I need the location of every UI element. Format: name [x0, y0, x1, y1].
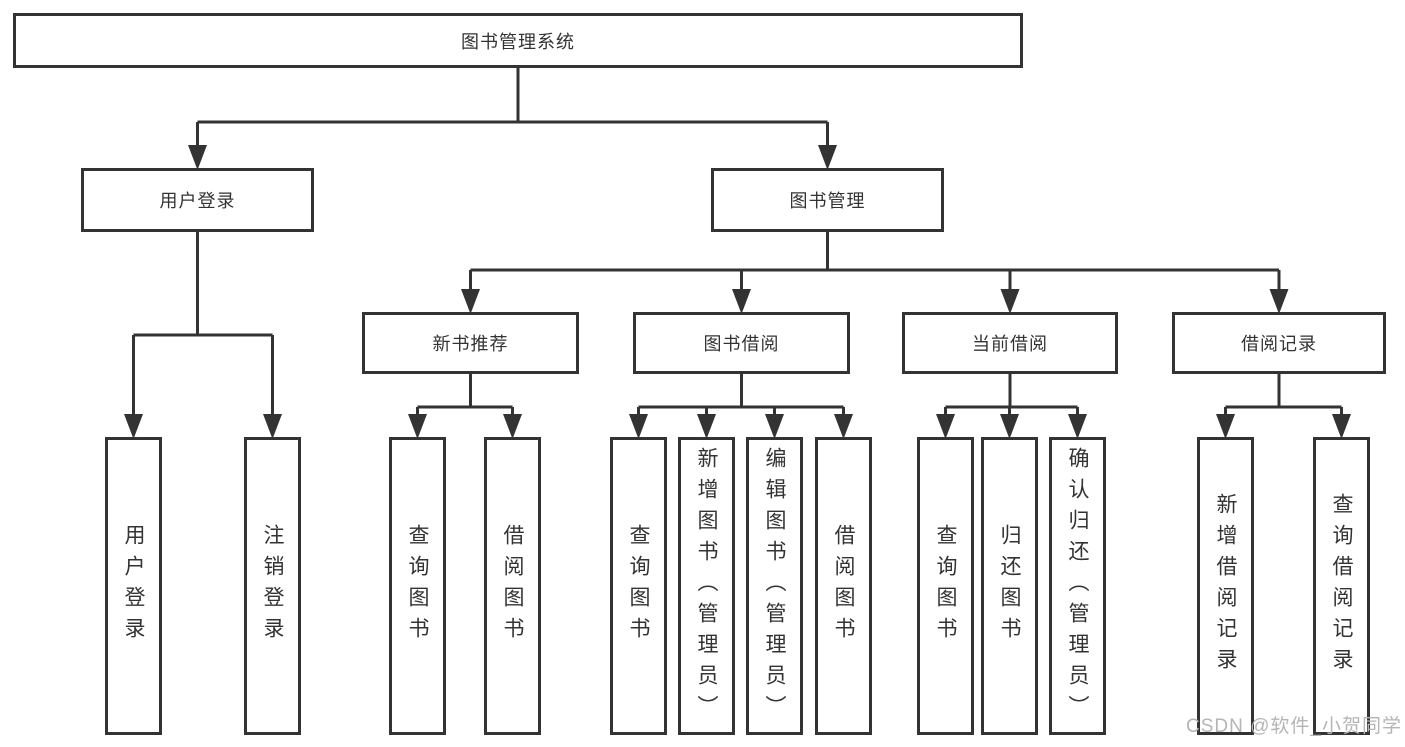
node-label: 新书推荐	[432, 334, 509, 354]
node-label: 用户登录	[159, 191, 236, 211]
leaf-label: 新增图书（管理员）	[695, 446, 718, 726]
leaf-label: 借阅图书	[501, 524, 524, 648]
leaf-current-query-books: 查询图书	[917, 437, 974, 735]
node-borrowing-records: 借阅记录	[1172, 312, 1386, 374]
connector	[469, 232, 1281, 304]
node-book-management: 图书管理	[711, 168, 944, 232]
connector	[132, 232, 274, 429]
leaf-label: 确认归还（管理员）	[1066, 446, 1089, 726]
arrowhead-down-icon	[263, 414, 282, 439]
csdn-watermark: CSDN @软件_小贺同学	[1186, 716, 1402, 737]
leaf-label: 新增借阅记录	[1214, 493, 1237, 679]
node-label: 图书借阅	[703, 334, 780, 354]
leaf-records-add-borrow-record: 新增借阅记录	[1197, 437, 1254, 735]
node-label: 图书管理系统	[461, 31, 575, 52]
leaf-current-confirm-return-admin: 确认归还（管理员）	[1049, 437, 1106, 735]
arrowhead-down-icon	[1216, 414, 1235, 439]
node-library-management-system: 图书管理系统	[13, 13, 1023, 68]
leaf-label: 编辑图书（管理员）	[763, 446, 786, 726]
leaf-borrowing-query-books: 查询图书	[610, 437, 667, 735]
arrowhead-down-icon	[1000, 289, 1020, 314]
connector	[1224, 374, 1343, 429]
leaf-newrec-query-books: 查询图书	[389, 437, 446, 735]
node-label: 图书管理	[789, 191, 866, 211]
connector	[416, 374, 514, 429]
leaf-records-query-borrow-record: 查询借阅记录	[1313, 437, 1370, 735]
leaf-label: 用户登录	[122, 524, 145, 648]
arrowhead-down-icon	[936, 414, 955, 439]
node-label: 借阅记录	[1241, 334, 1317, 354]
node-book-borrowing: 图书借阅	[633, 312, 850, 374]
leaf-borrowing-borrow-books: 借阅图书	[815, 437, 872, 735]
leaf-label: 查询借阅记录	[1330, 493, 1353, 679]
arrowhead-down-icon	[697, 414, 716, 439]
arrowhead-down-icon	[503, 414, 522, 439]
leaf-user-login: 用户登录	[105, 437, 162, 735]
connector	[196, 68, 829, 160]
leaf-current-return-books: 归还图书	[981, 437, 1038, 735]
leaf-label: 借阅图书	[832, 524, 855, 648]
arrowhead-down-icon	[765, 414, 784, 439]
leaf-borrowing-edit-books-admin: 编辑图书（管理员）	[746, 437, 803, 735]
leaf-label: 查询图书	[406, 524, 429, 648]
node-new-book-recommend: 新书推荐	[362, 312, 579, 374]
arrowhead-down-icon	[818, 145, 837, 170]
arrowhead-down-icon	[1000, 414, 1019, 439]
leaf-label: 注销登录	[261, 524, 284, 648]
leaf-newrec-borrow-books: 借阅图书	[484, 437, 541, 735]
arrowhead-down-icon	[629, 414, 648, 439]
arrowhead-down-icon	[1068, 414, 1087, 439]
node-current-borrowing: 当前借阅	[902, 312, 1118, 374]
arrowhead-down-icon	[461, 289, 480, 314]
leaf-label: 查询图书	[627, 524, 650, 648]
leaf-label: 查询图书	[934, 524, 957, 648]
arrowhead-down-icon	[408, 414, 427, 439]
leaf-borrowing-add-books-admin: 新增图书（管理员）	[678, 437, 735, 735]
node-user-login: 用户登录	[81, 168, 314, 232]
arrowhead-down-icon	[732, 289, 751, 314]
connector	[637, 374, 845, 429]
arrowhead-down-icon	[834, 414, 853, 439]
leaf-label: 归还图书	[998, 524, 1021, 648]
leaf-logout: 注销登录	[244, 437, 301, 735]
arrowhead-down-icon	[1269, 289, 1289, 314]
arrowhead-down-icon	[124, 414, 143, 439]
node-label: 当前借阅	[972, 334, 1048, 354]
arrowhead-down-icon	[1332, 414, 1351, 439]
arrowhead-down-icon	[188, 145, 207, 170]
